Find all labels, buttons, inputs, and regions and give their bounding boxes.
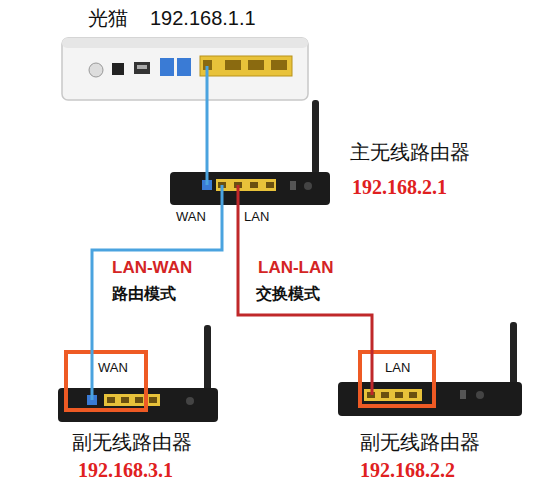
port-label: WAN (176, 209, 206, 225)
main-router: 主无线路由器192.168.2.1 (170, 172, 330, 205)
ip-address: 192.168.3.1 (78, 458, 173, 482)
device-name: 主无线路由器 (350, 140, 470, 164)
edge-label: LAN-LAN (258, 258, 334, 278)
optical-modem: 光猫192.168.1.1 (62, 38, 308, 100)
network-cable (206, 100, 209, 172)
ip-address: 192.168.1.1 (150, 6, 256, 30)
mode-label: 交换模式 (256, 284, 320, 303)
device-name: 光猫 (88, 6, 128, 30)
sub-router: 副无线路由器192.168.2.2 (338, 382, 522, 416)
network-cable (238, 205, 372, 382)
network-cable (92, 205, 222, 388)
sub-router: 副无线路由器192.168.3.1 (58, 388, 218, 422)
port-label: LAN (244, 209, 269, 225)
mode-label: 路由模式 (112, 284, 176, 303)
port-label: LAN (385, 360, 410, 376)
ip-address: 192.168.2.2 (360, 458, 455, 482)
port-label: WAN (98, 360, 128, 376)
ip-address: 192.168.2.1 (352, 175, 447, 199)
edge-label: LAN-WAN (112, 258, 192, 278)
device-name: 副无线路由器 (72, 430, 192, 454)
device-name: 副无线路由器 (360, 430, 480, 454)
